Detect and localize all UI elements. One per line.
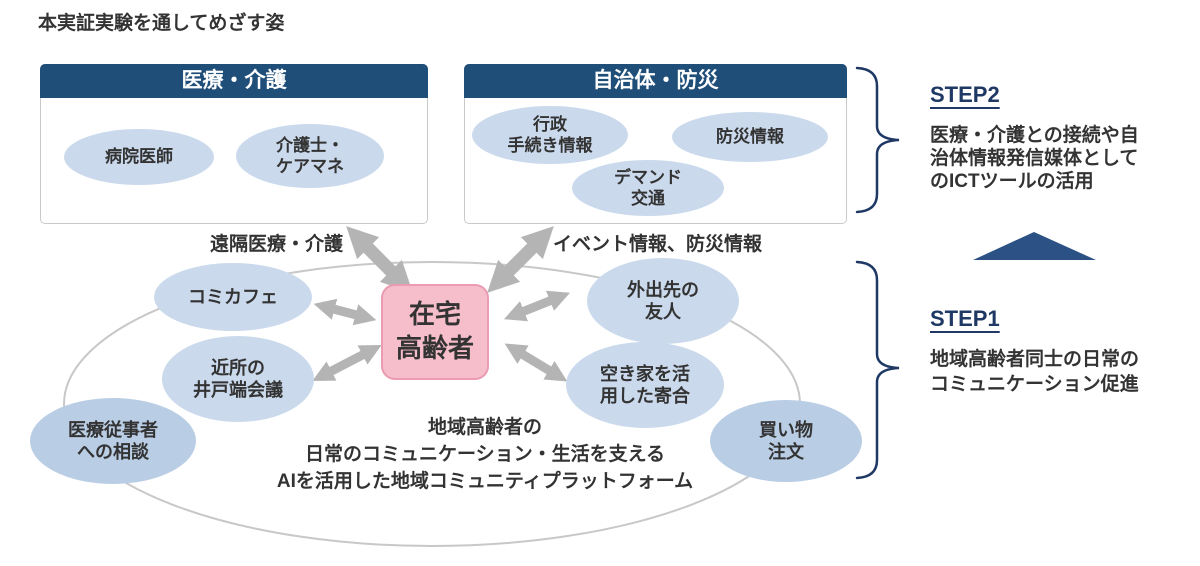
ellipse-community-cafe: コミカフェ: [154, 263, 312, 331]
step1-title: STEP1: [930, 306, 1000, 331]
municipality-disaster-panel-header: 自治体・防災: [464, 64, 847, 98]
ellipse-disaster-info: 防災情報: [672, 112, 828, 162]
ellipse-hospital-doctor: 病院医師: [64, 129, 214, 185]
platform-caption: 地域高齢者の 日常のコミュニケーション・生活を支える AIを活用した地域コミュニ…: [276, 417, 694, 492]
double-arrow-neighbors-icon: [312, 345, 382, 381]
medical-care-panel-header: 医療・介護: [40, 64, 428, 98]
ellipse-consult-medical-staff: 医療従事者 への相談: [30, 398, 196, 484]
step2-title: STEP2: [930, 82, 1000, 107]
elderly-at-home-box: 在宅 高齢者: [381, 284, 489, 380]
ellipse-caregiver-caremanager: 介護士・ ケアマネ: [236, 124, 384, 188]
ellipse-friends-away: 外出先の 友人: [587, 258, 739, 344]
double-arrow-cafe-icon: [313, 298, 377, 326]
ellipse-neighborhood-chat: 近所の 井戸端会議: [162, 336, 314, 422]
step2-description: 医療・介護との接続や自 治体情報発信媒体として のICTツールの活用: [930, 125, 1139, 193]
ellipse-vacant-house-gathering: 空き家を活 用した寄合: [566, 342, 724, 428]
step1-brace-icon: [855, 260, 900, 480]
double-arrow-medical-icon: [346, 226, 413, 293]
ellipse-admin-procedure-info: 行政 手続き情報: [472, 106, 628, 164]
step1-description: 地域高齢者同士の日常の コミュニケーション促進: [930, 349, 1140, 395]
double-arrow-municipal-icon: [487, 226, 554, 293]
event-disaster-info-label: イベント情報、防災情報: [553, 234, 763, 255]
step2-brace-icon: [855, 66, 900, 214]
ellipse-shopping-order: 買い物 注文: [710, 400, 862, 482]
double-arrow-gathering-icon: [504, 343, 568, 382]
step-up-triangle-icon: [973, 232, 1096, 260]
remote-medical-care-label: 遠隔医療・介護: [210, 234, 344, 255]
double-arrow-friends-icon: [503, 290, 571, 322]
page-title: 本実証実験を通してめざす姿: [38, 13, 285, 34]
ellipse-demand-transport: デマンド 交通: [572, 160, 724, 216]
